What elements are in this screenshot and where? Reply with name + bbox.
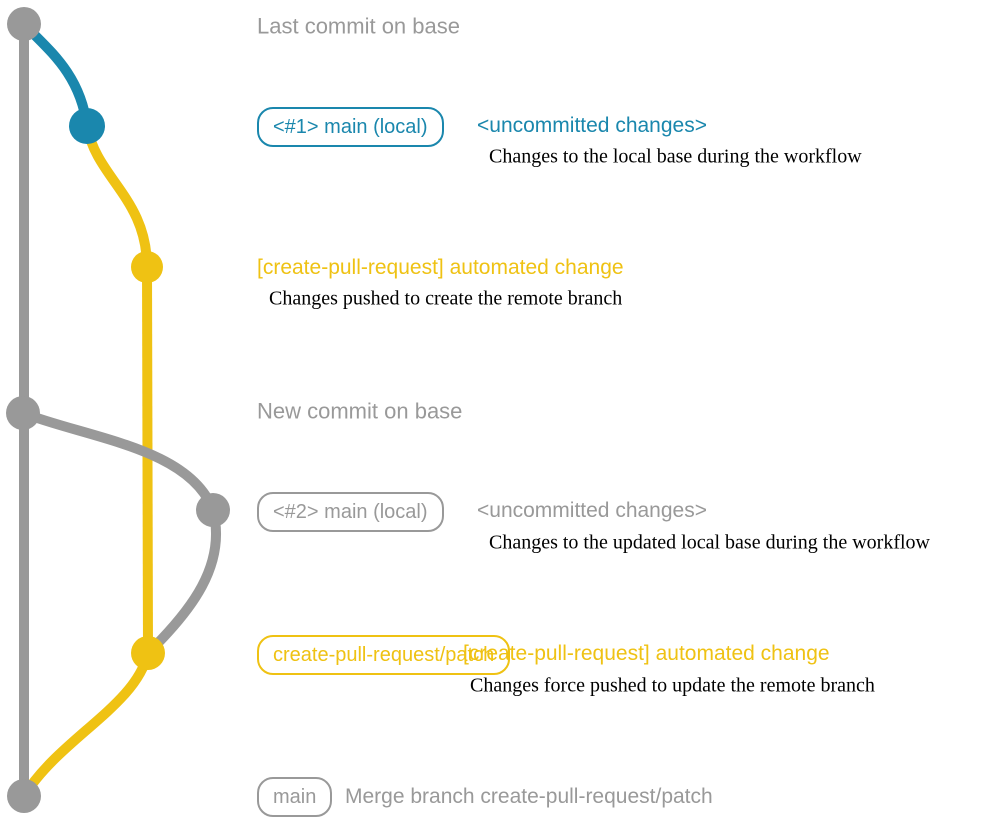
commit-label-new-base: New commit on base — [257, 398, 463, 424]
branch-badge-main-local-2-label: <#2> main (local) — [273, 500, 428, 523]
patch-branch-curve-from-local-main — [82, 124, 152, 268]
commit-title-automated-2: [create-pull-request] automated change — [463, 641, 830, 665]
branch-badge-patch: create-pull-request/patch — [257, 635, 511, 675]
commit-node-automated-2 — [131, 636, 165, 670]
commit-node-last-base — [7, 7, 41, 41]
commit-title-merge: Merge branch create-pull-request/patch — [345, 784, 713, 808]
branch-badge-main-local-1: <#1> main (local) — [257, 107, 444, 147]
commit-note-automated-1: Changes pushed to create the remote bran… — [269, 287, 623, 310]
commit-note-uncommitted-1: Changes to the local base during the wor… — [489, 145, 862, 168]
commit-node-automated-1 — [131, 251, 163, 283]
branch-badge-main-local-2: <#2> main (local) — [257, 492, 444, 532]
patch-branch-line — [142, 266, 153, 654]
commit-node-local-main-1 — [69, 108, 105, 144]
branch-badge-main-final-label: main — [273, 785, 317, 808]
commit-node-merge — [7, 779, 41, 813]
commit-node-new-base — [6, 396, 40, 430]
force-push-curve — [144, 508, 222, 657]
branch-badge-main-final: main — [257, 777, 333, 817]
commit-title-uncommitted-1: <uncommitted changes> — [477, 113, 707, 137]
commit-title-automated-1: [create-pull-request] automated change — [257, 255, 624, 279]
commit-label-last-base: Last commit on base — [257, 13, 460, 39]
commit-note-automated-2: Changes force pushed to update the remot… — [470, 674, 875, 697]
branch-badge-patch-label: create-pull-request/patch — [273, 643, 495, 666]
commit-title-uncommitted-2: <uncommitted changes> — [477, 498, 707, 522]
branch-badge-main-local-1-label: <#1> main (local) — [273, 115, 428, 138]
commit-note-uncommitted-2: Changes to the updated local base during… — [489, 531, 930, 554]
commit-node-local-main-2 — [196, 493, 230, 527]
updated-local-main-curve — [21, 408, 218, 512]
patch-branch-merge-curve — [19, 651, 153, 799]
